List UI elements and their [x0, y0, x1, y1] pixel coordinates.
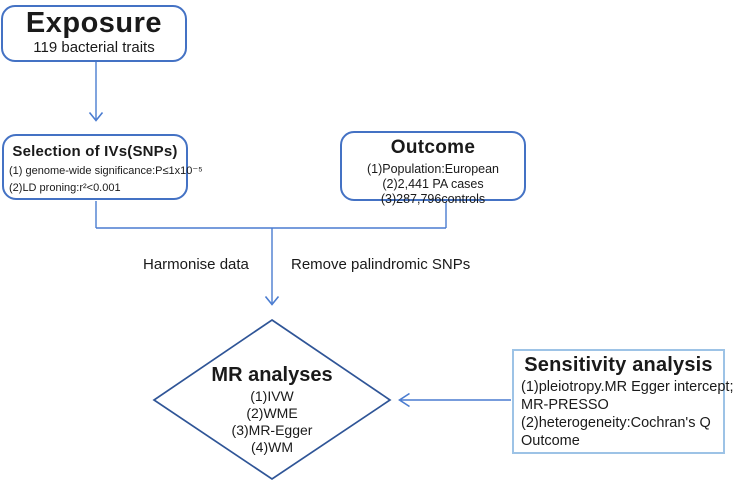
exposure-subtitle: 119 bacterial traits	[33, 39, 155, 57]
sensitivity-line: (1)pleiotropy.MR Egger intercept;	[521, 379, 734, 395]
exposure-title: Exposure	[25, 7, 163, 39]
outcome-details: (1)Population:European (2)2,441 PA cases…	[342, 159, 524, 206]
sensitivity-line: (2)heterogeneity:Cochran's Q	[521, 414, 711, 431]
outcome-line: (1)Population:European	[366, 162, 500, 176]
selection-of-ivs-box: Selection of IVs(SNPs) (1) genome-wide s…	[2, 134, 203, 200]
selection-title: Selection of IVs(SNPs)	[12, 143, 178, 160]
exposure-to-selection-arrow	[88, 62, 104, 122]
sensitivity-analysis-box: Sensitivity analysis (1)pleiotropy.MR Eg…	[512, 349, 734, 454]
selection-criteria: (1) genome-wide significance:P≤1x10⁻⁵ (2…	[4, 160, 203, 197]
outcome-title: Outcome	[390, 137, 476, 158]
merge-connector	[95, 201, 447, 306]
remove-palindromic-snps-label: Remove palindromic SNPs	[291, 256, 471, 273]
outcome-line: (2)2,441 PA cases	[382, 176, 484, 191]
mr-method: (4)WM	[251, 439, 293, 456]
mr-method: (3)MR-Egger	[231, 422, 313, 439]
sensitivity-title: Sensitivity analysis	[524, 354, 713, 376]
mr-analyses-methods: (1)IVW (2)WME (3)MR-Egger (4)WM	[172, 388, 372, 456]
selection-line: (2)LD proning:r²<0.001	[9, 182, 121, 195]
outcome-line: (3)287,796controls	[380, 191, 486, 206]
sensitivity-to-diamond-arrow	[398, 392, 511, 408]
selection-line: (1) genome-wide significance:P≤1x10⁻⁵	[9, 165, 203, 177]
exposure-box: Exposure 119 bacterial traits	[1, 5, 187, 62]
sensitivity-line: MR-PRESSO	[521, 396, 609, 413]
outcome-box: Outcome (1)Population:European (2)2,441 …	[340, 131, 526, 206]
harmonise-data-label: Harmonise data	[143, 256, 249, 273]
sensitivity-details: (1)pleiotropy.MR Egger intercept; MR-PRE…	[514, 377, 734, 451]
mr-method: (1)IVW	[250, 388, 294, 404]
sensitivity-line: Outcome	[521, 432, 580, 449]
mr-analyses-diamond-shape	[152, 318, 392, 481]
mr-analyses-content: MR analyses (1)IVW (2)WME (3)MR-Egger (4…	[172, 364, 372, 456]
mr-method: (2)WME	[246, 405, 298, 422]
mr-analyses-title: MR analyses	[211, 364, 333, 386]
